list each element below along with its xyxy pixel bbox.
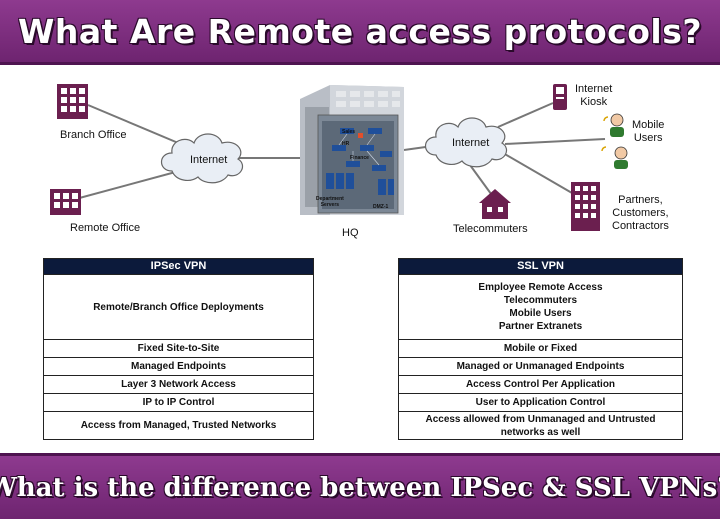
- branch-office-label: Branch Office: [60, 129, 127, 141]
- internet-kiosk-icon: [553, 84, 567, 110]
- hq-building-icon: [300, 85, 404, 215]
- hq-dept-line2: Servers: [320, 202, 340, 208]
- line-internet-kiosk: [497, 102, 554, 128]
- partners-line3: Contractors: [612, 220, 669, 232]
- page-title: What Are Remote access protocols?: [18, 11, 702, 51]
- remote-office-label: Remote Office: [70, 222, 141, 234]
- partners-building-icon: [571, 182, 600, 231]
- network-diagram: Branch Office Remote Office Internet Int…: [0, 65, 720, 250]
- internet-right-label: Internet: [452, 137, 490, 149]
- ssl-use-case-mobile: Mobile Users: [509, 308, 572, 319]
- ssl-untrusted-line1: Access allowed from Unmanaged and Untrus…: [425, 413, 656, 425]
- ssl-row-mobile-fixed: Mobile or Fixed: [399, 339, 682, 357]
- mobile-users-label: Mobile Users: [632, 119, 664, 145]
- telecommuters-label: Telecommuters: [453, 223, 528, 235]
- ssl-row-access-control: Access Control Per Application: [399, 375, 682, 393]
- mobile-users-line1: Mobile: [632, 119, 665, 131]
- ipsec-row-layer3: Layer 3 Network Access: [44, 375, 313, 393]
- branch-office-building-icon: [57, 84, 88, 119]
- ssl-use-case-partners: Partner Extranets: [498, 321, 583, 332]
- line-internet-telecommuters: [469, 164, 495, 199]
- partners-line2: Customers,: [612, 207, 669, 219]
- footer-title: What is the difference between IPSec & S…: [0, 472, 720, 503]
- hq-dept-servers-label: Department Servers: [316, 196, 344, 208]
- mobile-users-line2: Users: [633, 132, 663, 144]
- hq-network-devices: [326, 128, 394, 195]
- ssl-vpn-table: SSL VPN Employee Remote Access Telecommu…: [398, 258, 683, 440]
- line-internet-partners: [502, 152, 573, 194]
- ipsec-vpn-table: IPSec VPN Remote/Branch Office Deploymen…: [43, 258, 314, 440]
- line-internet-mobile: [504, 138, 606, 145]
- line-remote-internet: [71, 169, 184, 201]
- ipsec-row-access: Access from Managed, Trusted Networks: [44, 411, 313, 439]
- ipsec-row-site-to-site: Fixed Site-to-Site: [44, 339, 313, 357]
- mobile-users-icon: [601, 113, 628, 169]
- internet-kiosk-line1: Internet: [575, 83, 613, 95]
- line-branch-internet: [87, 104, 184, 146]
- internet-cloud-right-icon: [424, 117, 507, 168]
- ssl-row-endpoints: Managed or Unmanaged Endpoints: [399, 357, 682, 375]
- partners-label: Partners, Customers, Contractors: [612, 194, 669, 233]
- bottom-banner: What is the difference between IPSec & S…: [0, 453, 720, 519]
- ipsec-row-ip-control: IP to IP Control: [44, 393, 313, 411]
- hq-dept-line1: Department: [316, 196, 344, 202]
- telecommuters-house-icon: [479, 189, 511, 219]
- ssl-use-case-telecommuters: Telecommuters: [503, 295, 578, 306]
- connection-lines: [71, 102, 606, 201]
- ssl-row-use-cases: Employee Remote Access Telecommuters Mob…: [399, 274, 682, 339]
- top-banner: What Are Remote access protocols?: [0, 0, 720, 65]
- ssl-row-untrusted-access: Access allowed from Unmanaged and Untrus…: [399, 411, 682, 439]
- internet-kiosk-label: Internet Kiosk: [575, 83, 612, 109]
- ssl-row-user-app-control: User to Application Control: [399, 393, 682, 411]
- internet-cloud-left-icon: [160, 133, 243, 184]
- hq-finance-label: Finance: [350, 155, 369, 161]
- internet-left-label: Internet: [190, 154, 228, 166]
- partners-line1: Partners,: [618, 194, 663, 206]
- hq-dmz-label: DMZ-1: [373, 204, 389, 210]
- internet-kiosk-line2: Kiosk: [580, 96, 608, 108]
- hq-hr-label: HR: [342, 141, 350, 147]
- ipsec-row-deployments: Remote/Branch Office Deployments: [44, 274, 313, 339]
- hq-sales-label: Sales: [342, 129, 356, 135]
- hq-label: HQ: [342, 227, 359, 239]
- diagram-graphics: [50, 84, 628, 231]
- ssl-untrusted-line2: networks as well: [500, 426, 581, 438]
- ssl-use-case-employee: Employee Remote Access: [478, 282, 603, 293]
- ipsec-table-header: IPSec VPN: [44, 259, 313, 274]
- remote-office-building-icon: [50, 189, 81, 215]
- ipsec-row-endpoints: Managed Endpoints: [44, 357, 313, 375]
- ssl-table-header: SSL VPN: [399, 259, 682, 274]
